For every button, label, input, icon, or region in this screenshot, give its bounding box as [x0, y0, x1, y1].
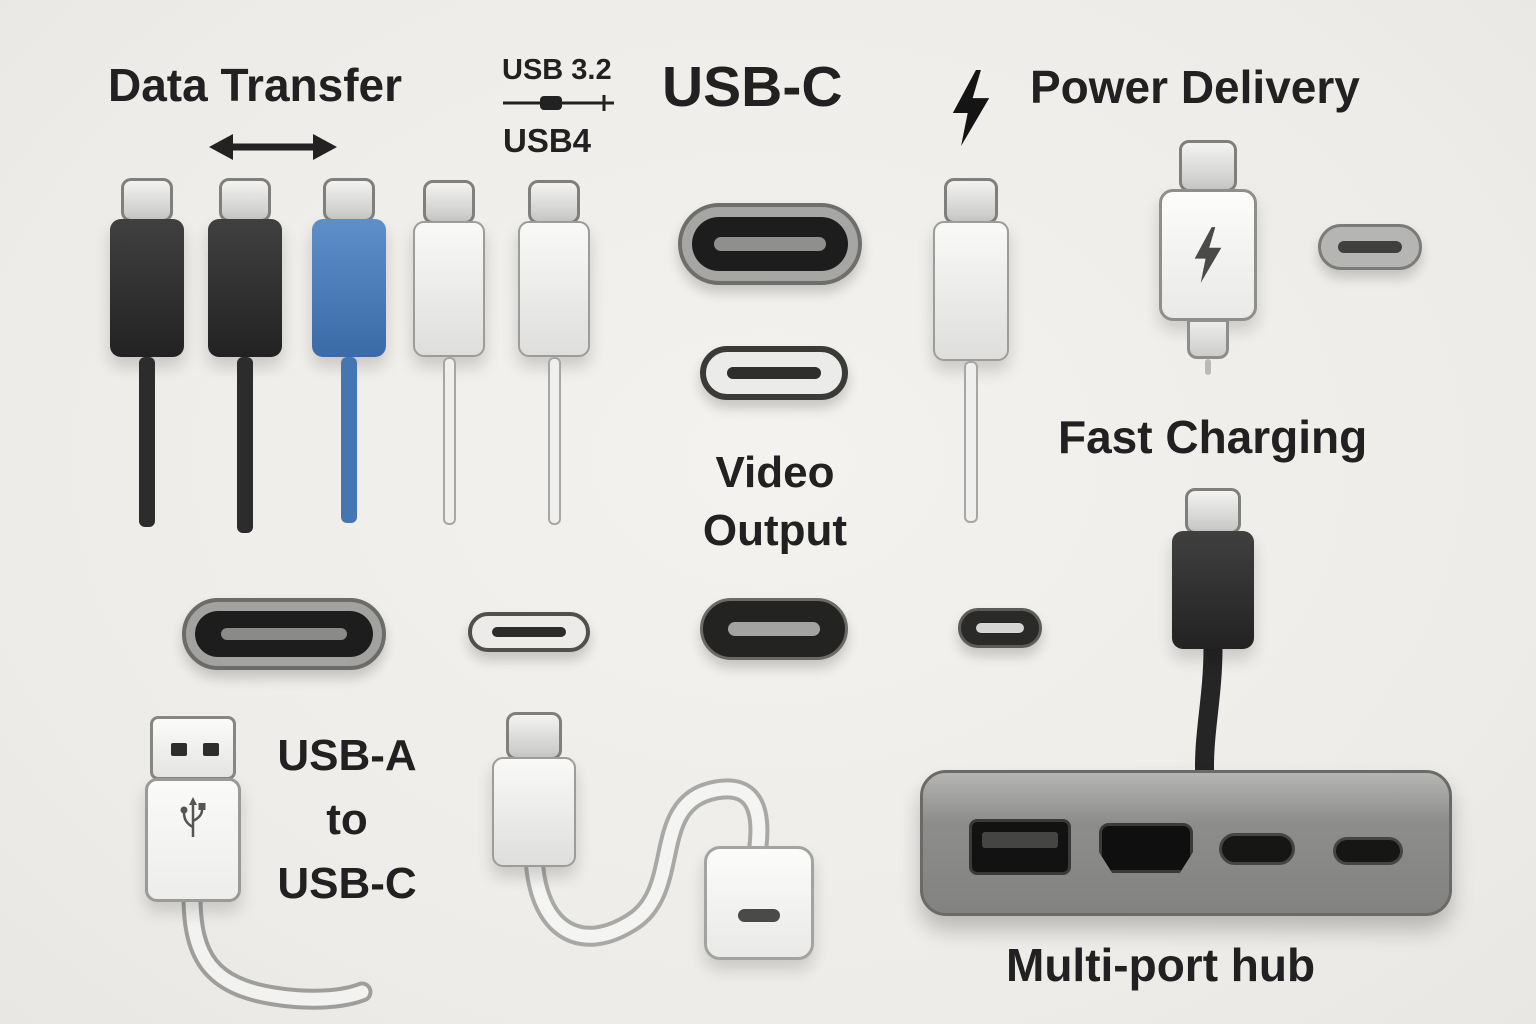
usbc-cable-black-1	[110, 178, 184, 527]
usb-a-hole	[203, 743, 219, 756]
bidirectional-arrow-icon	[209, 134, 337, 160]
usb-a-hole	[171, 743, 187, 756]
usba-line2: to	[326, 795, 368, 844]
inline-cable-icon	[503, 95, 614, 111]
connector-body	[413, 221, 485, 357]
multiport-hub-heading: Multi-port hub	[1006, 939, 1316, 991]
power-delivery-heading: Power Delivery	[1030, 61, 1360, 113]
port-tongue	[492, 627, 566, 637]
adapter-box	[704, 846, 814, 960]
usbc-port-large	[678, 203, 862, 285]
usbc-cable-blue	[312, 178, 386, 523]
connector-body	[1159, 189, 1257, 321]
connector-tip	[1179, 140, 1237, 192]
usba-to-usbc-heading: USB-A to USB-C	[252, 724, 442, 916]
connector-tip	[219, 178, 271, 222]
port-tongue	[221, 628, 347, 640]
cable-wire	[547, 357, 561, 525]
usbc-cable-power	[933, 178, 1009, 523]
usbc-port-row-large	[182, 598, 386, 670]
usb-a-tip	[150, 716, 236, 780]
connector-body	[933, 221, 1009, 361]
connector-body	[492, 757, 576, 867]
usbc-cable-white-2	[518, 180, 590, 525]
usbc-cable-white-1	[413, 180, 485, 525]
port-tongue	[714, 237, 826, 251]
hub-hdmi-port	[1099, 823, 1193, 873]
connector-tip	[323, 178, 375, 222]
video-output-heading: Video Output	[678, 444, 872, 560]
port-interior	[195, 611, 373, 657]
connector-body	[208, 219, 282, 357]
connector-body	[518, 221, 590, 357]
fast-charging-heading: Fast Charging	[1058, 411, 1368, 463]
cable-wire	[139, 357, 155, 527]
usbc-connector-fast-charging	[1172, 488, 1254, 649]
connector-body	[312, 219, 386, 357]
plug-stub	[1187, 319, 1229, 359]
usbc-cable-black-2	[208, 178, 282, 533]
port-tongue	[976, 623, 1024, 633]
connector-tip	[944, 178, 998, 224]
port-interior	[692, 217, 848, 271]
cable-wire	[341, 357, 357, 523]
port-tongue	[728, 622, 820, 636]
usbc-plug-adapter	[492, 712, 576, 867]
usbc-port-row-black	[700, 598, 848, 660]
usbc-heading: USB-C	[662, 55, 843, 119]
data-transfer-heading: Data Transfer	[108, 59, 403, 111]
usbc-port-row-small-1	[468, 612, 590, 652]
video-output-line2: Output	[702, 506, 848, 555]
port-tongue	[1338, 241, 1402, 253]
connector-body	[110, 219, 184, 357]
hub-usbc-port-1	[1219, 833, 1295, 865]
plug-wire	[1205, 359, 1211, 375]
port-tongue	[727, 367, 821, 379]
usb32-label: USB 3.2	[502, 54, 612, 86]
usba-line3: USB-C	[277, 859, 417, 908]
lightning-bolt-icon	[952, 70, 990, 146]
hub-cable	[1195, 638, 1223, 792]
connector-body	[1172, 531, 1254, 649]
usbc-port-row-small-2	[958, 608, 1042, 648]
connector-tip	[121, 178, 173, 222]
hub-usb-a-port	[969, 819, 1071, 875]
usbc-port-small-gray	[1318, 224, 1422, 270]
lightning-bolt-small-icon	[1194, 227, 1222, 283]
connector-tip	[423, 180, 475, 224]
cable-wire	[964, 361, 978, 523]
connector-tip	[528, 180, 580, 224]
multiport-hub	[920, 770, 1452, 916]
power-delivery-plug	[1158, 140, 1258, 375]
usb-a-body	[145, 778, 241, 902]
cable-wire	[237, 357, 253, 533]
cable-wire	[442, 357, 456, 525]
connector-tip	[1185, 488, 1241, 534]
video-output-line1: Video	[715, 448, 835, 497]
usb4-label: USB4	[503, 122, 592, 159]
connector-tip	[506, 712, 562, 760]
usbc-port-outline	[700, 346, 848, 400]
usb-a-tongue	[982, 832, 1058, 848]
usba-line1: USB-A	[277, 731, 417, 780]
adapter-port-slot	[738, 909, 780, 922]
usb-trident-icon	[180, 797, 206, 837]
hub-usbc-port-2	[1333, 837, 1403, 865]
